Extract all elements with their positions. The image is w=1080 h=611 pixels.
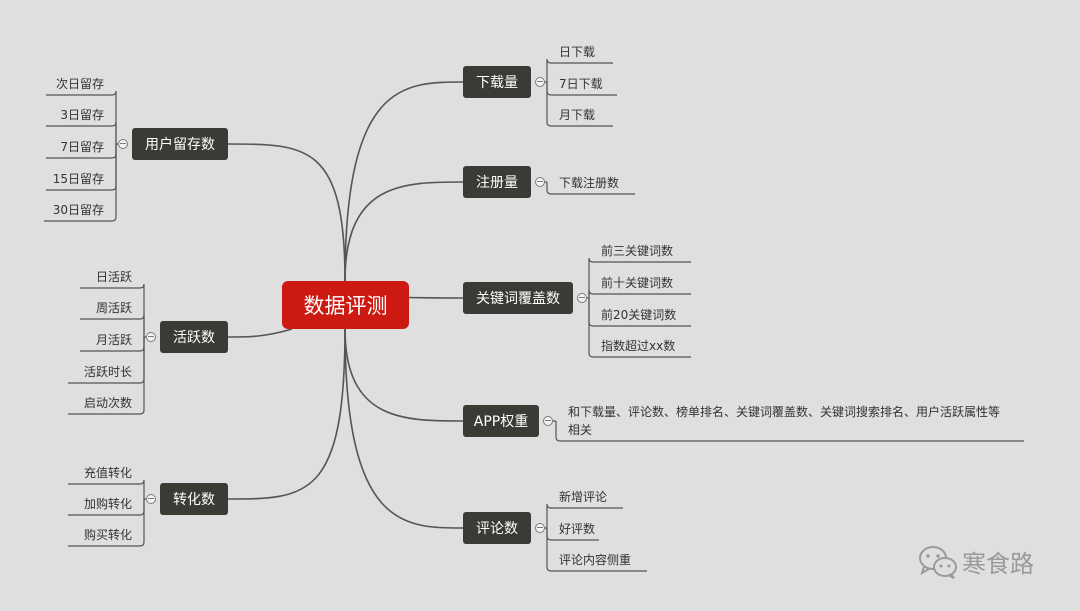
- leaf-recharge-conversion[interactable]: 充值转化: [83, 466, 132, 480]
- branch-active-users[interactable]: 活跃数: [160, 321, 228, 353]
- leaf-active-duration[interactable]: 活跃时长: [83, 365, 132, 379]
- watermark: 寒食路: [918, 544, 1034, 579]
- leaf-7day-retention[interactable]: 7日留存: [60, 140, 104, 154]
- wechat-icon: [919, 545, 957, 579]
- branch-keyword-coverage[interactable]: 关键词覆盖数: [463, 282, 573, 314]
- leaf-top10-keywords[interactable]: 前十关键词数: [601, 276, 674, 290]
- branch-app-weight[interactable]: APP权重: [463, 405, 539, 437]
- leaf-positive-reviews[interactable]: 好评数: [559, 522, 596, 536]
- branch-reviews[interactable]: 评论数: [463, 512, 531, 544]
- leaf-monthly-active[interactable]: 月活跃: [95, 333, 132, 347]
- branch-registration[interactable]: 注册量: [463, 166, 531, 198]
- root-node[interactable]: 数据评测: [282, 281, 409, 329]
- collapse-toggle-registration[interactable]: [535, 177, 545, 187]
- leaf-new-reviews[interactable]: 新增评论: [559, 490, 608, 504]
- leaf-monthly-downloads[interactable]: 月下载: [559, 108, 596, 122]
- collapse-toggle-reviews[interactable]: [535, 523, 545, 533]
- leaf-7day-downloads[interactable]: 7日下载: [559, 77, 603, 91]
- leaf-3day-retention[interactable]: 3日留存: [60, 108, 104, 122]
- leaf-add-to-cart-conversion[interactable]: 加购转化: [83, 497, 132, 511]
- leaf-app-weight-factors[interactable]: 和下载量、评论数、榜单排名、关键词覆盖数、关键词搜索排名、用户活跃属性等相关: [568, 405, 1001, 437]
- collapse-toggle-app-weight[interactable]: [543, 416, 553, 426]
- collapse-toggle-keyword-coverage[interactable]: [577, 293, 587, 303]
- leaf-top3-keywords[interactable]: 前三关键词数: [601, 244, 674, 258]
- leaf-launch-count[interactable]: 启动次数: [83, 396, 132, 410]
- collapse-toggle-download[interactable]: [535, 77, 545, 87]
- branch-user-retention[interactable]: 用户留存数: [132, 128, 228, 160]
- collapse-toggle-conversion[interactable]: [146, 494, 156, 504]
- leaf-review-focus[interactable]: 评论内容侧重: [559, 553, 632, 567]
- watermark-text: 寒食路: [962, 550, 1034, 578]
- collapse-toggle-user-retention[interactable]: [118, 139, 128, 149]
- leaf-daily-active[interactable]: 日活跃: [95, 270, 132, 284]
- leaf-top20-keywords[interactable]: 前20关键词数: [601, 308, 677, 322]
- leaf-weekly-active[interactable]: 周活跃: [95, 301, 132, 315]
- leaf-30day-retention[interactable]: 30日留存: [52, 203, 104, 217]
- leaf-index-over-xx[interactable]: 指数超过xx数: [601, 339, 676, 353]
- branch-download[interactable]: 下载量: [463, 66, 531, 98]
- branch-conversion[interactable]: 转化数: [160, 483, 228, 515]
- collapse-toggle-active-users[interactable]: [146, 332, 156, 342]
- leaf-download-registrations[interactable]: 下载注册数: [559, 176, 620, 190]
- leaf-purchase-conversion[interactable]: 购买转化: [83, 528, 132, 542]
- leaf-next-day-retention[interactable]: 次日留存: [55, 77, 104, 91]
- leaf-daily-downloads[interactable]: 日下载: [559, 45, 596, 59]
- leaf-15day-retention[interactable]: 15日留存: [52, 172, 104, 186]
